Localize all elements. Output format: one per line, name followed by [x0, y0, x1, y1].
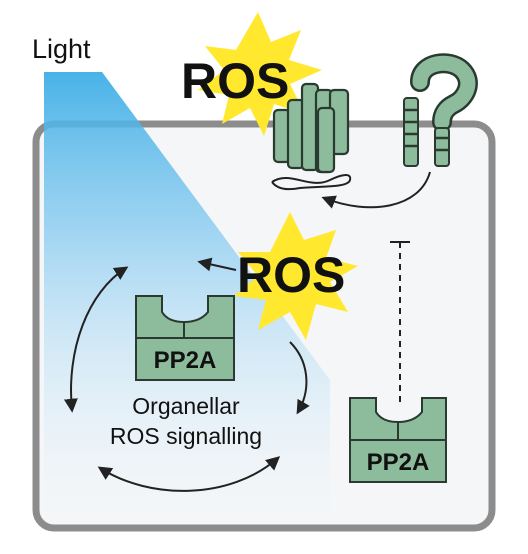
- cycle-arrow-bottom: [97, 456, 281, 492]
- unknown-factor-icon: [403, 53, 478, 167]
- arrow-to-ros: [197, 257, 237, 272]
- photosystem-complex: [272, 82, 350, 174]
- light-label: Light: [32, 34, 91, 64]
- organellar-label-line1: Organellar: [132, 393, 240, 419]
- ros-star-middle: [234, 212, 358, 340]
- pp2a-right-label: PP2A: [367, 449, 430, 476]
- ros-middle-label: ROS: [237, 247, 345, 303]
- cycle-arrow-left: [63, 266, 129, 413]
- pp2a-right: [349, 397, 447, 483]
- cycle-arrow-right: [289, 341, 310, 415]
- arrow-factor-to-photosystem: [321, 171, 431, 209]
- pp2a-left-label: PP2A: [154, 347, 217, 374]
- light-beam: [44, 72, 330, 528]
- pp2a-left: [135, 295, 235, 381]
- organellar-label-line2: ROS signalling: [110, 423, 262, 449]
- ros-top-label: ROS: [181, 53, 289, 109]
- thylakoid-membrane: [271, 174, 352, 191]
